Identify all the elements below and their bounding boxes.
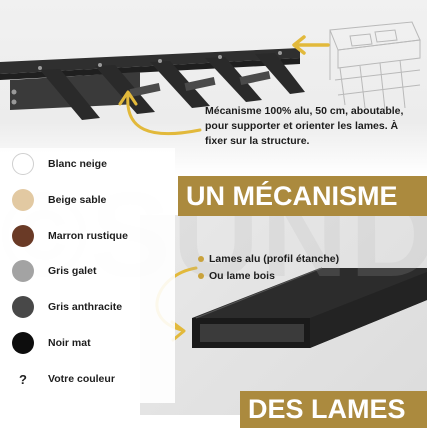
swatch-item-marron-rustique: Marron rustique [12, 224, 128, 248]
black-swatch-icon [12, 332, 34, 354]
swatch-label: Noir mat [48, 337, 91, 349]
swatch-label: Votre couleur [48, 373, 115, 385]
white-swatch-icon [12, 153, 34, 175]
grey-swatch-icon [12, 260, 34, 282]
slat-illustration [192, 267, 427, 348]
bullet-icon [198, 255, 204, 262]
slat-feature-list: Lames alu (profil étanche) Ou lame bois [198, 250, 418, 284]
swatch-label: Beige sable [48, 194, 107, 206]
mechanism-illustration [0, 48, 305, 120]
swatch-label: Marron rustique [48, 230, 128, 242]
question-mark-icon: ? [12, 368, 34, 390]
slats-banner: DES LAMES [240, 391, 427, 428]
color-swatch-list: Blanc neige Beige sable Marron rustique … [0, 148, 175, 403]
swatch-label: Gris galet [48, 265, 97, 277]
feature-text: Ou lame bois [209, 269, 275, 282]
swatch-item-gris-anthracite: Gris anthracite [12, 295, 122, 319]
mechanism-banner: UN MÉCANISME [178, 176, 427, 216]
pergola-sketch-illustration [329, 21, 421, 111]
beige-swatch-icon [12, 189, 34, 211]
swatch-item-beige-sable: Beige sable [12, 188, 106, 212]
swatch-item-votre-couleur: ? Votre couleur [12, 367, 115, 391]
swatch-label: Blanc neige [48, 158, 107, 170]
swatch-label: Gris anthracite [48, 301, 123, 313]
caption-arrow-icon [118, 90, 202, 136]
swatch-item-noir-mat: Noir mat [12, 331, 91, 355]
feature-item: Ou lame bois [198, 267, 418, 284]
swatch-item-gris-galet: Gris galet [12, 259, 96, 283]
brown-swatch-icon [12, 225, 34, 247]
feature-text: Lames alu (profil étanche) [209, 252, 340, 265]
feature-item: Lames alu (profil étanche) [198, 250, 418, 267]
anthracite-swatch-icon [12, 296, 34, 318]
mechanism-caption: Mécanisme 100% alu, 50 cm, aboutable, po… [205, 105, 404, 147]
sketch-arrow-icon [292, 35, 330, 55]
bullet-icon [198, 272, 204, 279]
swatch-item-blanc-neige: Blanc neige [12, 152, 107, 176]
